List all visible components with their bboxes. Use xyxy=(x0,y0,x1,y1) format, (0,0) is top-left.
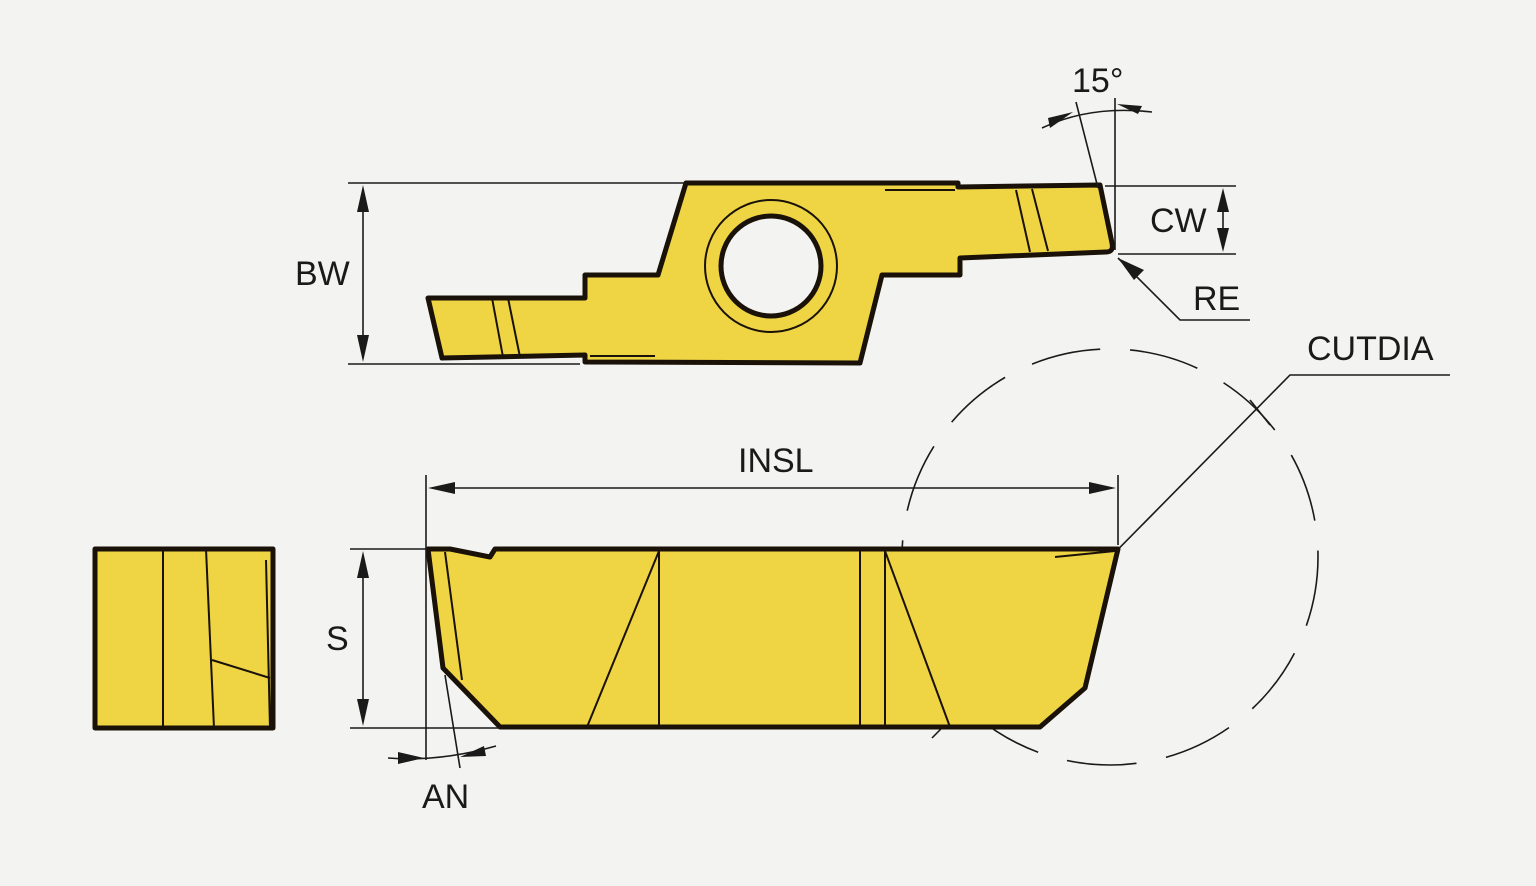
insl-dimension: INSL xyxy=(425,442,1119,760)
bw-dimension: BW xyxy=(295,182,686,365)
cw-dimension: CW xyxy=(1105,185,1236,255)
re-dimension: RE xyxy=(1117,257,1250,321)
s-dimension: S xyxy=(326,548,500,729)
insl-label: INSL xyxy=(738,442,814,480)
an-label: AN xyxy=(422,778,469,816)
angle-label: 15° xyxy=(1072,62,1123,100)
an-dimension: AN xyxy=(387,674,497,816)
insert-top-view xyxy=(425,180,1115,366)
s-label: S xyxy=(326,620,349,658)
cutdia-label: CUTDIA xyxy=(1307,330,1434,368)
re-label: RE xyxy=(1193,280,1240,318)
bw-label: BW xyxy=(295,255,350,293)
cw-label: CW xyxy=(1150,202,1207,240)
insert-front-view xyxy=(425,546,1121,730)
angle-dimension: 15° xyxy=(1041,62,1153,250)
insert-side-view xyxy=(92,546,276,731)
